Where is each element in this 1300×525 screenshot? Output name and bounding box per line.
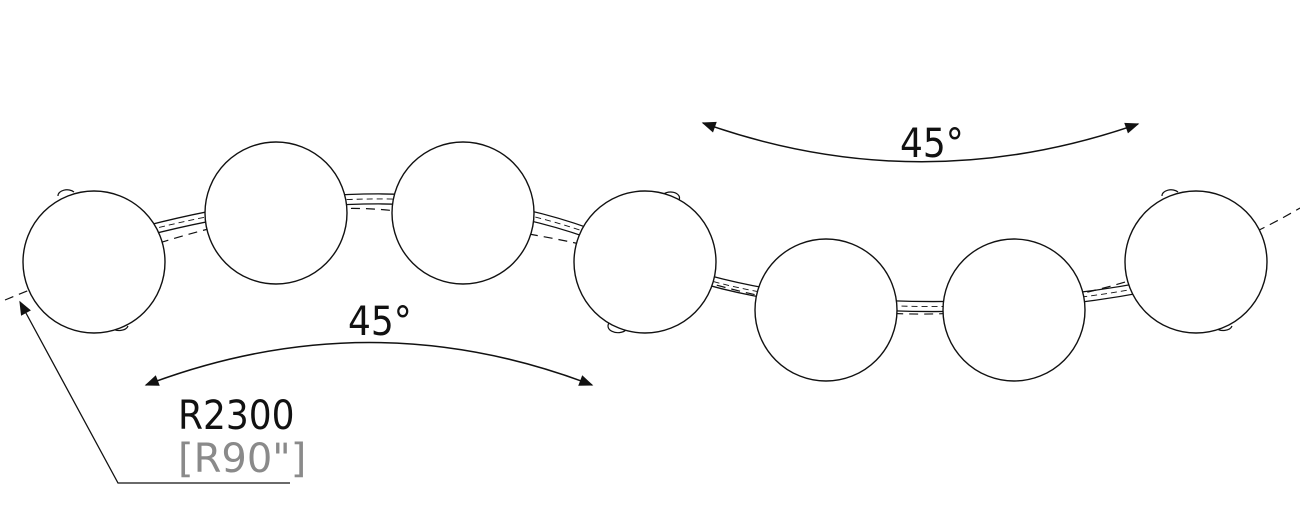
seat-3 (391, 141, 535, 285)
seat-1 (22, 190, 166, 334)
radius-leader-line (19, 300, 290, 484)
angle-label-lower: 45° (348, 299, 412, 345)
angle-label-upper: 45° (900, 121, 964, 167)
radius-metric-label: R2300 (178, 393, 295, 439)
seat-4 (573, 190, 717, 334)
seat-6 (942, 238, 1086, 382)
angle-arc-lower (144, 341, 594, 386)
radius-imperial-label: [R90"] (178, 436, 306, 482)
seat-2 (204, 141, 348, 285)
seat-5 (754, 238, 898, 382)
seat-7 (1124, 190, 1268, 334)
seats (22, 141, 1268, 382)
angle-arc-upper (701, 121, 1140, 163)
